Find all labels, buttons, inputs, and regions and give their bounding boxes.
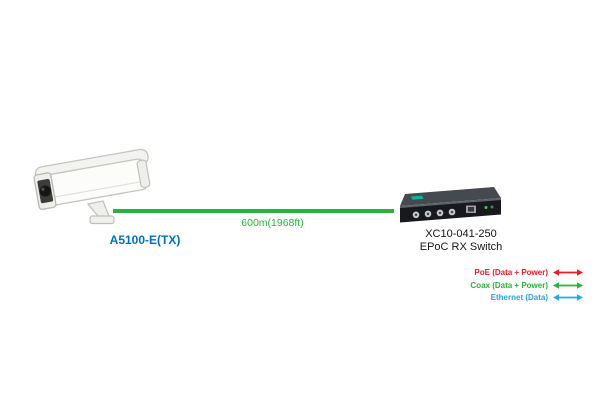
camera-model-label: A5100-E(TX)	[109, 233, 181, 247]
link-distance-label: 600m(1968ft)	[241, 217, 304, 229]
switch-bnc-ports	[412, 208, 456, 219]
double-arrow-icon	[553, 281, 583, 289]
switch-illustration-svg	[400, 187, 501, 223]
camera-illustration-svg	[33, 148, 151, 225]
switch-status-led	[484, 206, 488, 209]
camera-mount-bracket	[86, 200, 115, 225]
bullet-camera-icon	[26, 144, 162, 238]
double-arrow-icon	[553, 294, 583, 301]
switch-type-label: EPoC RX Switch	[419, 240, 503, 253]
switch-top-face	[400, 187, 501, 206]
switch-model-label: XC10-041-250	[425, 228, 497, 240]
legend-item-ethernet: Ethernet (Data)	[470, 293, 583, 302]
legend-label-ethernet: Ethernet (Data)	[490, 293, 548, 302]
coax-link-line	[113, 209, 394, 213]
legend-item-poe: PoE (Data + Power)	[470, 268, 583, 277]
switch-logo-badge	[411, 195, 424, 200]
epoc-switch-icon	[393, 183, 505, 228]
switch-label-block: XC10-041-250 EPoC RX Switch	[401, 228, 521, 253]
legend-label-poe: PoE (Data + Power)	[474, 268, 548, 277]
legend-label-coax: Coax (Data + Power)	[470, 280, 548, 290]
legend-item-coax: Coax (Data + Power)	[470, 281, 583, 290]
legend: PoE (Data + Power) Coax (Data + Power) E…	[470, 268, 583, 306]
double-arrow-icon	[553, 269, 583, 276]
